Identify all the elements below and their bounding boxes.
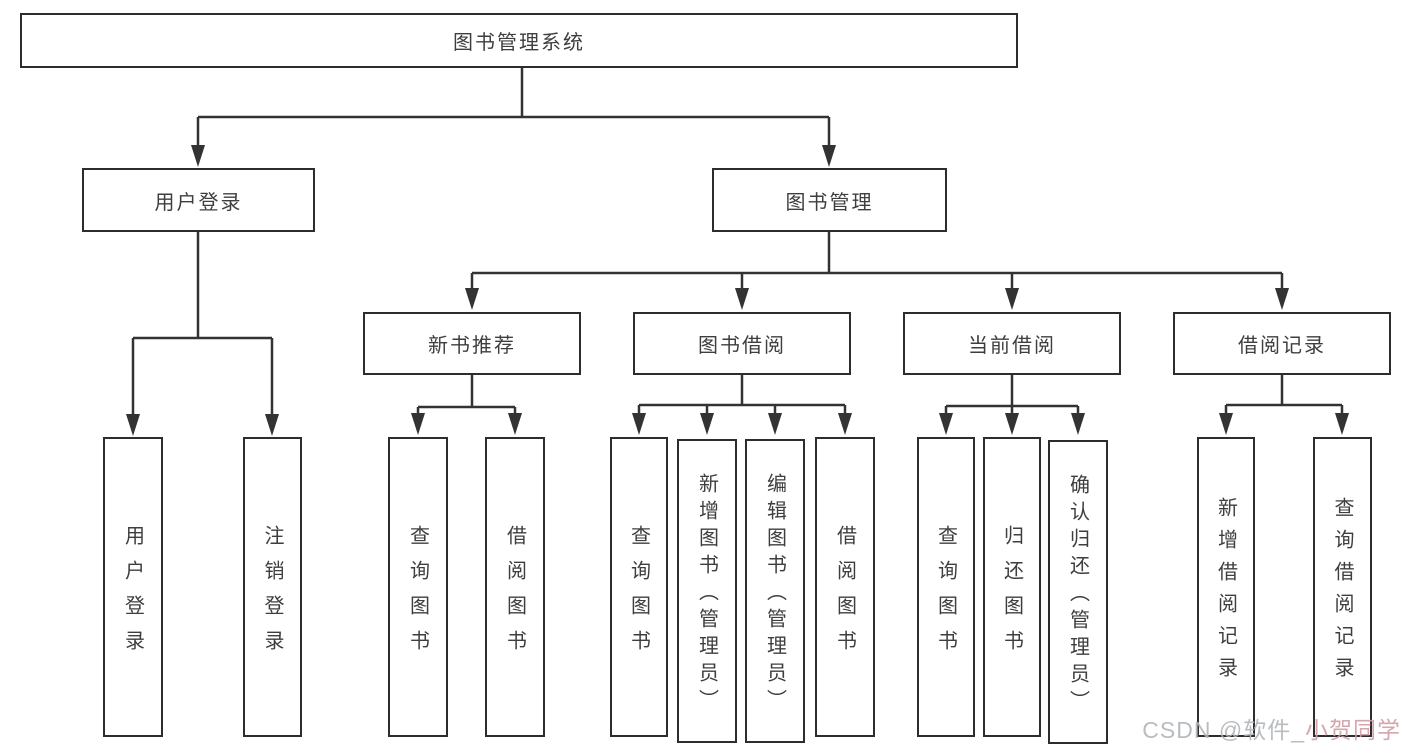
leaf-user-login: 用户登录 <box>103 437 163 737</box>
node-label: 用户登录 <box>121 524 144 665</box>
node-user-login: 用户登录 <box>82 168 315 232</box>
csdn-watermark: CSDN @软件_小贺同学 <box>1142 711 1401 745</box>
node-label: 新增借阅记录 <box>1214 497 1237 689</box>
leaf-edit-book-admin: 编辑图书（管理员） <box>745 439 805 743</box>
leaf-query-book: 查询图书 <box>917 437 975 737</box>
node-label: 查询图书 <box>934 524 957 665</box>
node-label: 用户登录 <box>154 191 243 214</box>
node-label: 查询借阅记录 <box>1331 497 1353 689</box>
node-label: 图书借阅 <box>698 335 786 357</box>
node-book-borrow: 图书借阅 <box>633 312 851 375</box>
leaf-query-book: 查询图书 <box>388 437 448 737</box>
leaf-confirm-return-admin: 确认归还（管理员） <box>1048 440 1108 744</box>
node-label: 图书管理系统 <box>453 32 585 54</box>
node-book-management: 图书管理 <box>712 168 947 232</box>
node-label: 注销登录 <box>261 524 283 665</box>
node-library-management-system: 图书管理系统 <box>20 13 1018 68</box>
node-borrow-record: 借阅记录 <box>1173 312 1391 375</box>
node-current-borrow: 当前借阅 <box>903 312 1121 375</box>
leaf-borrow-book: 借阅图书 <box>815 437 875 737</box>
leaf-query-book: 查询图书 <box>610 437 668 737</box>
node-label: 当前借阅 <box>968 335 1056 357</box>
leaf-borrow-book: 借阅图书 <box>485 437 545 737</box>
leaf-return-book: 归还图书 <box>983 437 1041 737</box>
node-label: 新书推荐 <box>428 335 516 357</box>
node-label: 借阅记录 <box>1238 335 1326 357</box>
node-label: 查询图书 <box>406 524 429 665</box>
node-label: 查询图书 <box>627 524 650 665</box>
leaf-add-borrow-record: 新增借阅记录 <box>1197 437 1255 737</box>
node-new-book-recommend: 新书推荐 <box>363 312 581 375</box>
node-label: 借阅图书 <box>503 524 526 665</box>
leaf-query-borrow-record: 查询借阅记录 <box>1313 437 1372 737</box>
watermark-author: 小贺同学 <box>1305 717 1401 743</box>
node-label: 编辑图书（管理员） <box>763 473 786 716</box>
node-label: 新增图书（管理员） <box>695 473 718 716</box>
leaf-logout: 注销登录 <box>243 437 302 737</box>
leaf-add-book-admin: 新增图书（管理员） <box>677 439 737 743</box>
watermark-prefix: CSDN @软件_ <box>1142 717 1305 743</box>
node-label: 借阅图书 <box>833 524 856 665</box>
node-label: 归还图书 <box>1000 524 1023 665</box>
node-label: 确认归还（管理员） <box>1066 474 1089 717</box>
node-label: 图书管理 <box>785 191 874 214</box>
